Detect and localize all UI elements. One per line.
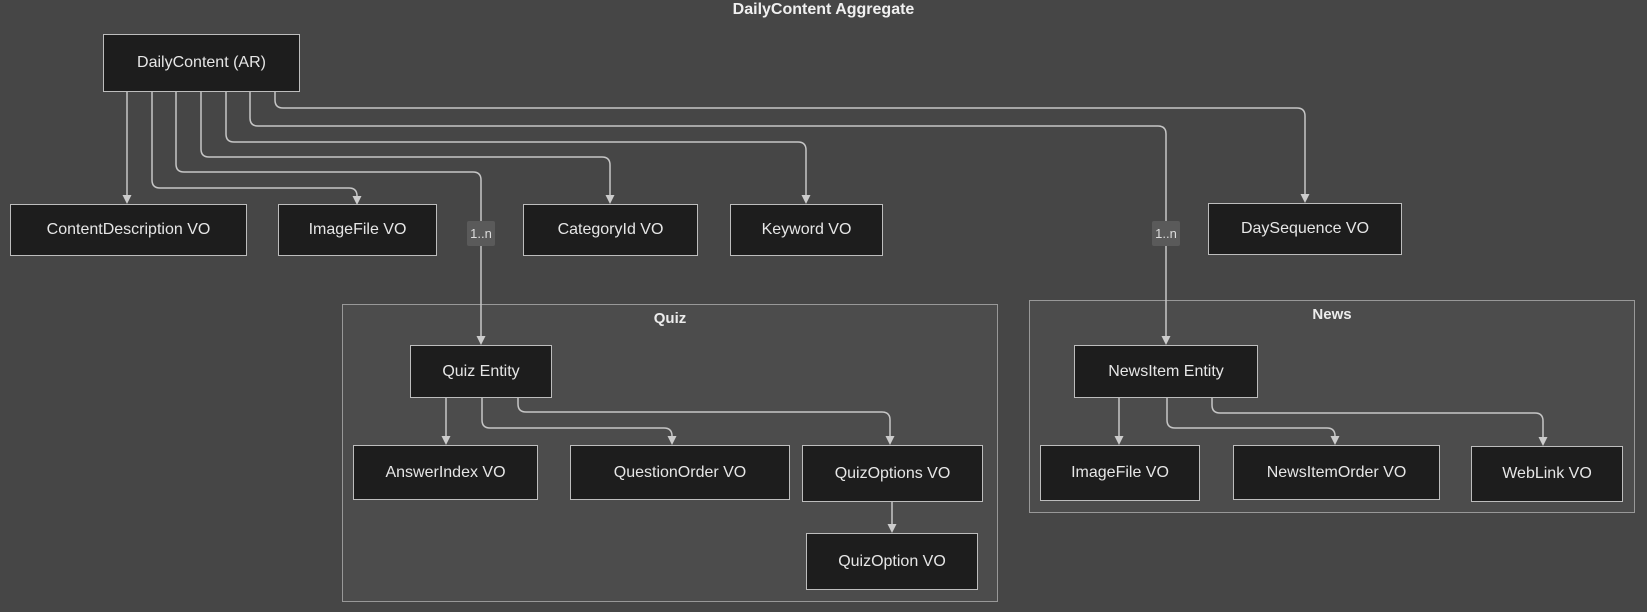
group-news: News [1029, 300, 1635, 513]
group-quiz: Quiz [342, 304, 998, 602]
node-content-description-vo: ContentDescription VO [10, 204, 247, 256]
edge-root-newsitem [249, 92, 1171, 345]
edge-quiz-questionorder [481, 398, 677, 445]
node-quiz-entity-label: Quiz Entity [442, 362, 520, 380]
edge-news-weblink [1211, 398, 1548, 446]
edge-root-daysequence [274, 92, 1310, 203]
node-category-id-vo: CategoryId VO [523, 204, 698, 256]
node-keyword-vo-label: Keyword VO [761, 221, 852, 238]
node-quiz-entity: Quiz Entity [410, 345, 552, 398]
edge-root-quizentity [175, 92, 486, 345]
node-day-sequence-vo-label: DaySequence VO [1240, 220, 1370, 237]
node-content-description-vo-label: ContentDescription VO [46, 221, 211, 238]
node-day-sequence-vo: DaySequence VO [1208, 203, 1402, 255]
edge-root-categoryid [200, 92, 615, 204]
group-quiz-label: Quiz [653, 310, 687, 327]
node-question-order-vo: QuestionOrder VO [570, 445, 790, 500]
node-keyword-vo: Keyword VO [730, 204, 883, 256]
node-quiz-options-vo: QuizOptions VO [802, 445, 983, 502]
node-quiz-option-vo: QuizOption VO [806, 533, 978, 590]
node-quiz-option-vo-label: QuizOption VO [838, 552, 946, 570]
node-daily-content-ar: DailyContent (AR) [103, 34, 300, 92]
node-image-file-vo-label: ImageFile VO [308, 221, 407, 238]
node-news-image-file-vo: ImageFile VO [1040, 445, 1200, 501]
node-web-link-vo: WebLink VO [1471, 446, 1623, 502]
edge-quiz-quizoptions [517, 398, 895, 445]
node-news-item-order-vo-label: NewsItemOrder VO [1266, 463, 1407, 481]
node-news-item-entity-label: NewsItem Entity [1108, 362, 1224, 380]
node-answer-index-vo-label: AnswerIndex VO [385, 463, 506, 481]
group-news-label: News [1312, 306, 1352, 323]
edge-news-newsitemorder [1166, 398, 1340, 445]
multiplicity-news-label: 1..n [1152, 221, 1180, 246]
node-web-link-vo-label: WebLink VO [1502, 465, 1592, 482]
node-answer-index-vo: AnswerIndex VO [353, 445, 538, 500]
node-image-file-vo: ImageFile VO [278, 204, 437, 256]
node-daily-content-ar-label: DailyContent (AR) [137, 54, 266, 71]
node-quiz-options-vo-label: QuizOptions VO [834, 464, 951, 482]
node-news-item-order-vo: NewsItemOrder VO [1233, 445, 1440, 500]
node-news-image-file-vo-label: ImageFile VO [1071, 464, 1169, 481]
multiplicity-quiz-label: 1..n [467, 221, 495, 246]
node-category-id-vo-label: CategoryId VO [557, 221, 664, 238]
edge-root-imagefile [151, 92, 362, 205]
edge-root-keyword [225, 92, 811, 204]
node-question-order-vo-label: QuestionOrder VO [613, 463, 747, 481]
diagram-title: DailyContent Aggregate [732, 1, 915, 18]
node-news-item-entity: NewsItem Entity [1074, 345, 1258, 398]
